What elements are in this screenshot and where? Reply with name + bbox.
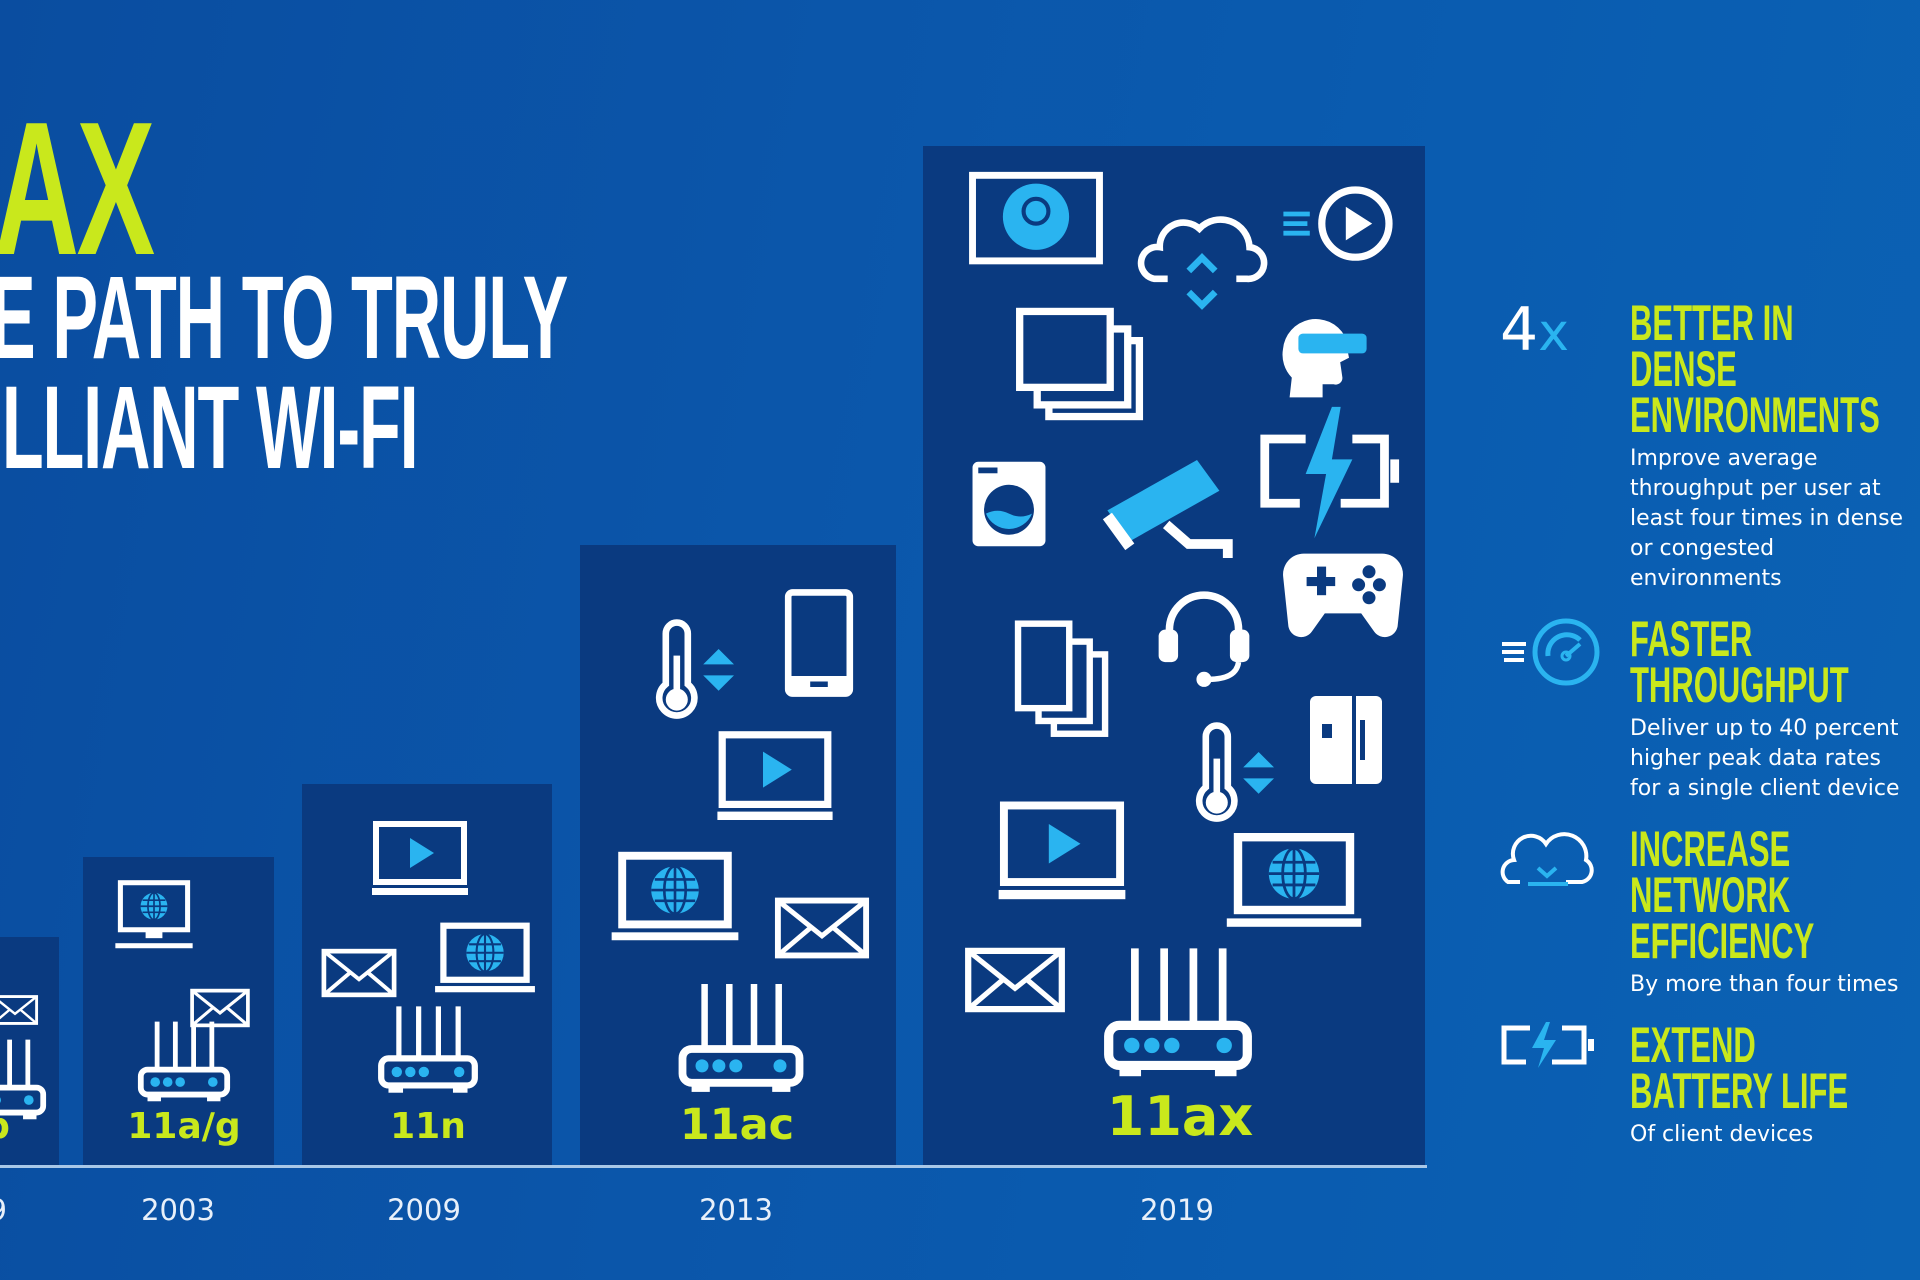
router-icon xyxy=(0,1039,47,1120)
vr-headset-icon xyxy=(1282,319,1367,398)
envelope-icon xyxy=(965,947,1065,1013)
year-2003: 2003 xyxy=(141,1193,215,1227)
standard-label-11n: 11n xyxy=(390,1106,466,1147)
thermometer-icon xyxy=(1195,722,1274,822)
title-line-2: ILLIANT WI-FI xyxy=(0,362,419,494)
year-2013: 2013 xyxy=(699,1193,773,1227)
standard-label-11ac: 11ac xyxy=(679,1100,795,1150)
feature-battery: EXTEND BATTERY LIFE Of client devices xyxy=(1500,1017,1910,1150)
year-2019: 2019 xyxy=(1140,1193,1214,1227)
standard-label-11ax: 11ax xyxy=(1106,1085,1254,1148)
router-icon xyxy=(1104,948,1252,1077)
thermometer-icon xyxy=(655,619,734,719)
laptop-globe-icon xyxy=(1226,833,1362,927)
battery-charging-icon xyxy=(1260,406,1400,539)
standard-label-11b: 11b xyxy=(0,1106,10,1147)
phone-icon xyxy=(784,589,854,697)
monitor-globe-icon xyxy=(115,880,193,949)
cloud-download-icon xyxy=(1500,832,1594,886)
cloud-sync-icon xyxy=(1137,216,1268,310)
feature-body-efficiency: By more than four times xyxy=(1630,972,1899,997)
fridge-icon xyxy=(1310,696,1382,784)
year-2009: 2009 xyxy=(387,1193,461,1227)
title-line-1: E PATH TO TRULY xyxy=(0,252,568,384)
timeline-axis xyxy=(0,1165,1427,1168)
play-stream-icon xyxy=(1283,186,1393,261)
router-icon xyxy=(678,984,804,1092)
avatar-frame-icon xyxy=(969,171,1103,265)
battery-charging-icon xyxy=(1501,1022,1594,1068)
feature-throughput: FASTER THROUGHPUT Deliver up to 40 perce… xyxy=(1500,611,1910,804)
year-1999: 1999 xyxy=(0,1193,7,1227)
devices-stack-icon xyxy=(1014,620,1109,737)
gamepad-icon xyxy=(1283,553,1403,638)
router-icon xyxy=(378,1006,478,1093)
video-player-icon xyxy=(372,821,468,895)
envelope-icon xyxy=(774,897,870,959)
laptop-globe-icon xyxy=(435,922,535,993)
feature-heading-battery: EXTEND BATTERY LIFE xyxy=(1630,1017,1849,1119)
video-player-icon xyxy=(998,801,1126,900)
laptop-globe-icon xyxy=(611,851,739,941)
envelope-icon xyxy=(0,995,39,1025)
4x-icon: 4x xyxy=(1500,295,1569,365)
column-2003 xyxy=(83,857,274,1165)
windows-stack-icon xyxy=(1016,307,1144,421)
video-player-icon xyxy=(717,731,833,820)
standard-label-11ag: 11a/g xyxy=(127,1106,241,1147)
speedometer-icon xyxy=(1502,618,1600,686)
column-2009 xyxy=(302,784,552,1165)
security-camera-icon xyxy=(1102,460,1233,558)
headset-icon xyxy=(1158,591,1250,687)
feature-body-battery: Of client devices xyxy=(1630,1122,1814,1147)
washing-machine-icon xyxy=(972,461,1046,547)
envelope-icon xyxy=(321,948,397,998)
feature-body-throughput: Deliver up to 40 percenthigher peak data… xyxy=(1630,716,1900,801)
router-icon xyxy=(137,1021,231,1102)
title-ax: AX xyxy=(0,83,155,295)
feature-heading-throughput: FASTER THROUGHPUT xyxy=(1630,611,1849,713)
